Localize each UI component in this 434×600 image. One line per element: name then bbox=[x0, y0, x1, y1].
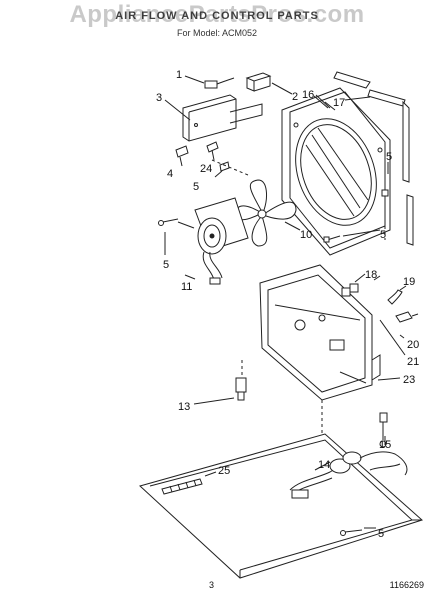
document-id: 1166269 bbox=[389, 580, 424, 590]
part-control-box bbox=[259, 264, 381, 401]
part-motor-11 bbox=[177, 197, 249, 285]
part-rod-25 bbox=[161, 471, 217, 495]
site-watermark: AppliancePartsPros.com bbox=[69, 1, 365, 28]
callout-23: 23 bbox=[403, 374, 415, 386]
callout-10: 10 bbox=[300, 229, 312, 241]
part-harness-14 bbox=[289, 451, 408, 499]
callout-5a: 5 bbox=[193, 181, 199, 193]
callout-18: 18 bbox=[365, 269, 377, 281]
part-shroud-16 bbox=[281, 87, 391, 256]
part-screw-5c bbox=[158, 218, 179, 255]
callout-3: 3 bbox=[156, 92, 162, 104]
part-clip-4 bbox=[175, 145, 189, 167]
part-screw-5b bbox=[323, 235, 341, 243]
callout-5d: 5 bbox=[163, 259, 169, 271]
callout-25: 25 bbox=[218, 465, 230, 477]
callout-11: 11 bbox=[181, 281, 192, 293]
model-line: For Model: ACM052 bbox=[176, 28, 258, 38]
callout-labels: 1 2 3 4 5 5 5 5 5 10 11 13 14 15 16 17 1… bbox=[156, 69, 419, 540]
callout-14: 14 bbox=[318, 459, 330, 471]
leader-lines bbox=[313, 95, 407, 529]
part-connector-1 bbox=[184, 75, 235, 89]
part-knobs-18 bbox=[341, 273, 366, 297]
part-seal-strips-17 bbox=[333, 71, 414, 246]
part-13 bbox=[193, 377, 247, 405]
callout-16: 16 bbox=[302, 89, 314, 101]
callout-5c: 5 bbox=[380, 229, 386, 241]
diagram-title: AIR FLOW AND CONTROL PARTS bbox=[115, 10, 319, 22]
part-fan-blade-10 bbox=[235, 179, 301, 247]
callout-24: 24 bbox=[200, 163, 212, 175]
callout-15: 15 bbox=[379, 439, 391, 451]
callout-13: 13 bbox=[178, 401, 190, 413]
callout-5b: 5 bbox=[386, 151, 392, 163]
guide-lines bbox=[211, 159, 386, 450]
part-screw-5d bbox=[340, 529, 363, 536]
callout-19: 19 bbox=[403, 276, 415, 288]
header: AppliancePartsPros.com bbox=[0, 2, 434, 28]
callout-5e: 5 bbox=[378, 528, 384, 540]
part-relay-2 bbox=[245, 72, 293, 95]
part-bracket-3 bbox=[164, 94, 263, 142]
page-number: 3 bbox=[209, 580, 215, 590]
callout-4: 4 bbox=[167, 168, 173, 180]
part-screw-24 bbox=[206, 141, 230, 178]
callout-21: 21 bbox=[407, 356, 419, 368]
callout-2: 2 bbox=[292, 91, 298, 103]
callout-1: 1 bbox=[176, 69, 182, 81]
part-19 bbox=[387, 289, 403, 305]
part-20 bbox=[395, 311, 419, 323]
callout-20: 20 bbox=[407, 339, 419, 351]
part-21 bbox=[379, 319, 406, 356]
callout-17: 17 bbox=[333, 97, 345, 109]
part-base-plate bbox=[139, 433, 423, 579]
